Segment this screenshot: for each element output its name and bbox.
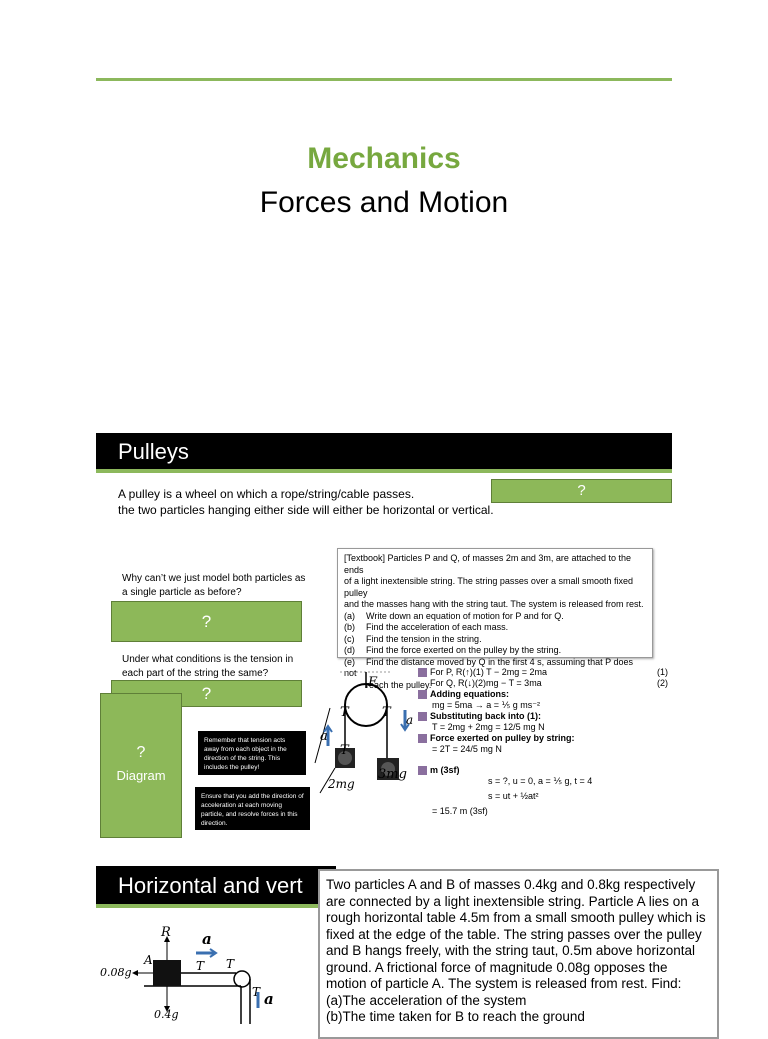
solution-marker-c: [418, 712, 427, 722]
solution-e-3: s = ut + ½at²: [488, 791, 539, 801]
solution-b-2: mg = 5ma → a = ⅕ g ms⁻²: [432, 700, 541, 710]
label-F: F: [367, 675, 378, 690]
particle-a: [153, 960, 181, 986]
solution-a-2: For Q, R(↓)(2)mg − T = 3ma (2): [430, 678, 668, 688]
top-divider: [96, 78, 672, 81]
label-friction: 0.08g: [100, 966, 132, 979]
intro-line-1: A pulley is a wheel on which a rope/stri…: [118, 487, 415, 501]
pulleys-banner-edge: [96, 469, 672, 473]
diagram-mark: ?: [136, 744, 146, 761]
horizontal-diagram: R A a T T T a 0.08g 0.4g: [100, 925, 274, 1024]
intro-line-2: the two particles hanging either side wi…: [118, 503, 494, 517]
textbook-line-1: [Textbook] Particles P and Q, of masses …: [344, 553, 631, 575]
question-2: Under what conditions is the tension in …: [122, 654, 294, 679]
acceleration-note: Ensure that you add the direction of acc…: [195, 787, 310, 830]
diagram-label: Diagram: [116, 768, 166, 783]
label-weight-q: 3mg: [378, 767, 407, 782]
pulley-wheel: [344, 683, 388, 727]
label-T2: T: [382, 705, 392, 720]
page-title: Mechanics: [307, 142, 461, 175]
textbook-line-3: and the masses hang with the string taut…: [344, 599, 644, 609]
solution-c-2: T = 2mg + 2mg = 12/5 mg N: [432, 722, 545, 732]
solution-a-1: For P, R(↑)(1) T − 2mg = 2ma (1): [418, 667, 668, 678]
horizontal-heading: Horizontal and vert: [118, 873, 303, 898]
label-weight-p: 2mg: [327, 777, 355, 791]
textbook-part-c: (c)Find the tension in the string.: [344, 633, 482, 644]
solution-marker-a: [418, 668, 427, 678]
horizontal-banner-edge: [96, 904, 336, 908]
question-1: Why can’t we just model both particles a…: [122, 573, 306, 598]
solution-e-1: m (3sf): [418, 765, 668, 776]
pointer-line-2: [319, 767, 336, 794]
horizontal-part-b: (b)The time taken for B to reach the gro…: [326, 1009, 585, 1024]
solution: For P, R(↑)(1) T − 2mg = 2ma (1) For Q, …: [418, 667, 668, 817]
solution-marker-b: [418, 690, 427, 700]
horizontal-question-text: Two particles A and B of masses 0.4kg an…: [326, 877, 706, 991]
question-1-answer-button[interactable]: ?: [111, 601, 302, 642]
label-a-horizontal: a: [202, 930, 212, 948]
pulleys-banner: Pulleys: [96, 433, 672, 469]
label-A: A: [143, 953, 153, 967]
textbook-question: [Textbook] Particles P and Q, of masses …: [337, 548, 653, 690]
label-a-right: a: [406, 713, 413, 727]
textbook-part-a: (a)Write down an equation of motion for …: [344, 610, 564, 621]
textbook-part-e-cont: reach the pulley.: [366, 679, 432, 690]
tension-note: Remember that tension acts away from eac…: [198, 731, 306, 775]
solution-d-1: Force exerted on pulley by string:: [418, 733, 668, 744]
pulleys-heading: Pulleys: [118, 439, 189, 464]
mass-p-dot: [338, 751, 352, 765]
label-T-a: T: [196, 959, 205, 973]
pointer-line-1: [314, 707, 331, 764]
solution-marker-e: [418, 766, 427, 776]
horizontal-part-a: (a)The acceleration of the system: [326, 992, 527, 1008]
horizontal-question: Two particles A and B of masses 0.4kg an…: [318, 869, 719, 1039]
solution-marker-d: [418, 734, 427, 744]
page-subtitle: Forces and Motion: [259, 186, 509, 219]
solution-b-1: Adding equations:: [418, 689, 668, 700]
pulley-diagram: F T T T a a 2mg 3mg: [314, 671, 413, 794]
horizontal-banner: Horizontal and vert: [96, 866, 336, 904]
textbook-line-2: of a light inextensible string. The stri…: [344, 576, 633, 598]
label-T1: T: [340, 705, 350, 720]
textbook-part-b: (b)Find the acceleration of each mass.: [344, 622, 509, 632]
reveal-button[interactable]: ?: [491, 479, 672, 503]
pulleys-intro: A pulley is a wheel on which a rope/stri…: [118, 486, 578, 518]
label-T-vertical: T: [252, 985, 261, 999]
textbook-part-e: (e)Find the distance moved by Q in the f…: [344, 656, 633, 679]
solution-d-2: = 2T = 24/5 mg N: [432, 744, 502, 754]
label-a-left: a: [320, 729, 328, 744]
solution-e-4: = 15.7 m (3sf): [432, 806, 488, 816]
label-a-vertical: a: [264, 990, 274, 1008]
label-R: R: [160, 925, 171, 940]
label-T-pulley: T: [226, 957, 235, 971]
label-weight: 0.4g: [154, 1008, 179, 1021]
solution-e-2: s = ?, u = 0, a = ⅕ g, t = 4: [488, 776, 593, 786]
label-T3: T: [340, 743, 350, 758]
textbook-part-d: (d)Find the force exerted on the pulley …: [344, 645, 562, 655]
solution-c-1: Substituting back into (1):: [418, 711, 668, 722]
diagram-reveal-button[interactable]: ? Diagram: [100, 693, 182, 838]
pulley-small: [233, 970, 251, 988]
mass-q-dot: [381, 762, 395, 776]
